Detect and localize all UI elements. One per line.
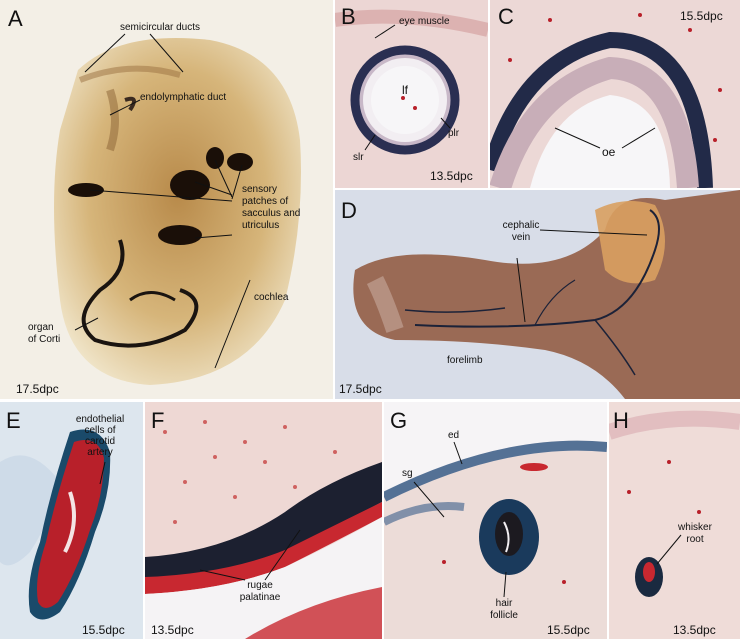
label-rugae-1: rugae (247, 580, 273, 591)
label-sensory-3: sacculus and (242, 208, 301, 219)
label-endothelial-4: artery (87, 447, 113, 458)
panel-f-image (145, 402, 382, 639)
label-forelimb: forelimb (447, 355, 483, 366)
panel-e-stage: 15.5dpc (82, 623, 125, 637)
label-slr: slr (353, 152, 364, 163)
panel-a-letter: A (8, 6, 23, 31)
label-sensory-2: patches of (242, 196, 289, 207)
panel-c-leader-lines (554, 127, 656, 149)
label-oe: oe (602, 145, 616, 159)
panel-g-leader-lines (413, 441, 507, 598)
panel-c-letter: C (498, 4, 514, 29)
panel-e-image (0, 402, 143, 639)
panel-a-image (0, 0, 333, 399)
label-cephalic-1: cephalic (502, 220, 540, 231)
label-cochlea: cochlea (254, 292, 289, 303)
label-lf: lf (402, 83, 408, 97)
panel-h-stage: 13.5dpc (673, 623, 716, 637)
label-sensory-4: utriculus (242, 220, 280, 231)
panel-a: A semicircular ducts endolymphatic duct … (0, 0, 333, 399)
panel-g-image (384, 402, 607, 639)
panel-f: F rugae palatinae 13.5dpc (145, 402, 382, 639)
panel-f-letter: F (151, 408, 165, 433)
panel-f-leader-lines (199, 529, 301, 581)
label-endothelial-1: endothelial (75, 414, 125, 425)
label-sg: sg (402, 468, 413, 479)
label-sensory-1: sensory (242, 184, 278, 195)
panel-c-image (490, 0, 740, 188)
panel-e: E endothelial cells of carotid artery 15… (0, 402, 143, 639)
label-organ-2: of Corti (28, 334, 61, 345)
label-endothelial-3: carotid (84, 436, 115, 447)
label-semicircular-ducts: semicircular ducts (120, 22, 201, 33)
label-eye-muscle: eye muscle (399, 16, 450, 27)
panel-c-stage: 15.5dpc (680, 9, 723, 23)
panel-a-leader-lines (74, 33, 251, 369)
panel-g-stage: 15.5dpc (547, 623, 590, 637)
label-cephalic-2: vein (511, 232, 531, 243)
panel-h-image (609, 402, 740, 639)
panel-b-image (335, 0, 488, 188)
panel-d-stage: 17.5dpc (339, 382, 382, 396)
label-whisker-1: whisker (678, 522, 712, 533)
panel-h-leader-lines (656, 534, 682, 565)
panel-d-leader-lines (516, 229, 648, 323)
panel-e-leader-lines (99, 461, 106, 485)
panel-b-letter: B (341, 4, 356, 29)
panel-b-stage: 13.5dpc (430, 169, 473, 183)
panel-c: C 15.5dpc oe (490, 0, 740, 188)
panel-b-leader-lines (364, 24, 451, 151)
panel-g: G ed sg hair follicle 15.5dpc (384, 402, 607, 639)
label-whisker-2: root (686, 534, 704, 545)
panel-h: H whisker root 13.5dpc (609, 402, 740, 639)
label-hair-1: hair (495, 598, 513, 609)
panel-d: D cephalic vein forelimb 17.5dpc (335, 190, 740, 399)
panel-d-letter: D (341, 198, 357, 223)
label-ed: ed (448, 430, 460, 441)
panel-e-letter: E (6, 408, 21, 433)
panel-a-stage: 17.5dpc (16, 382, 59, 396)
label-plr: plr (448, 128, 460, 139)
panel-h-letter: H (613, 408, 629, 433)
label-endothelial-2: cells of (84, 425, 116, 436)
label-rugae-2: palatinae (239, 592, 281, 603)
label-organ-1: organ (28, 322, 54, 333)
label-endolymphatic-duct: endolymphatic duct (140, 92, 227, 103)
panel-b: B eye muscle lf slr plr 13.5dpc (335, 0, 488, 188)
panel-g-letter: G (390, 408, 408, 433)
label-hair-2: follicle (490, 610, 518, 621)
panel-d-image (335, 190, 740, 399)
panel-f-stage: 13.5dpc (151, 623, 194, 637)
